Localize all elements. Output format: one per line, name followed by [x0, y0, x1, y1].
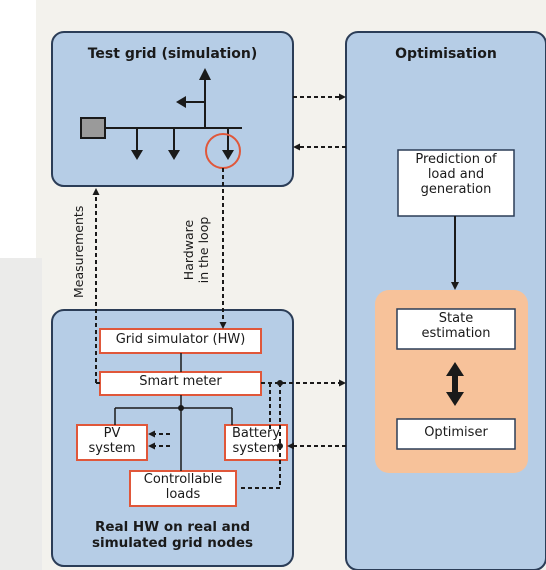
controllable-loads-label: Controllable loads — [143, 472, 223, 502]
test-grid-title: Test grid (simulation) — [87, 46, 258, 62]
hil-label-2: in the loop — [196, 216, 211, 284]
transformer-icon — [80, 117, 106, 139]
measurements-label: Measurements — [71, 205, 86, 298]
prediction-box — [397, 149, 515, 217]
arrow-up-icon — [199, 68, 211, 80]
prediction-label: Prediction of load and generation — [415, 152, 497, 197]
test-grid-box — [51, 31, 294, 187]
grid-simulator-label: Grid simulator (HW) — [115, 332, 246, 347]
side-background — [0, 258, 42, 570]
controllable-loads-box — [129, 470, 237, 507]
grid-simulator-box — [99, 328, 262, 354]
state-estimation-box — [396, 308, 516, 350]
state-estimation-label: State estimation — [421, 311, 491, 341]
junction-dot — [178, 405, 184, 411]
load-arrow-icon — [131, 150, 143, 160]
bidirectional-arrow-icon — [446, 362, 464, 406]
communication-links — [92, 93, 346, 489]
smart-meter-label: Smart meter — [139, 374, 222, 389]
battery-system-label: Battery system — [231, 426, 281, 456]
arrow-left-icon — [176, 96, 186, 108]
optimiser-box — [396, 418, 516, 450]
load-arrow-icon — [168, 150, 180, 160]
hil-label-1: Hardware — [181, 219, 196, 281]
optimisation-title: Optimisation — [395, 46, 497, 62]
optimiser-label: Optimiser — [424, 425, 488, 440]
grid-network-schematic — [106, 78, 242, 152]
real-hw-title: Real HW on real and simulated grid nodes — [91, 519, 254, 551]
load-arrow-icon — [222, 150, 234, 160]
pv-system-box — [76, 424, 148, 461]
battery-system-box — [224, 424, 288, 461]
pv-system-label: PV system — [88, 426, 136, 456]
